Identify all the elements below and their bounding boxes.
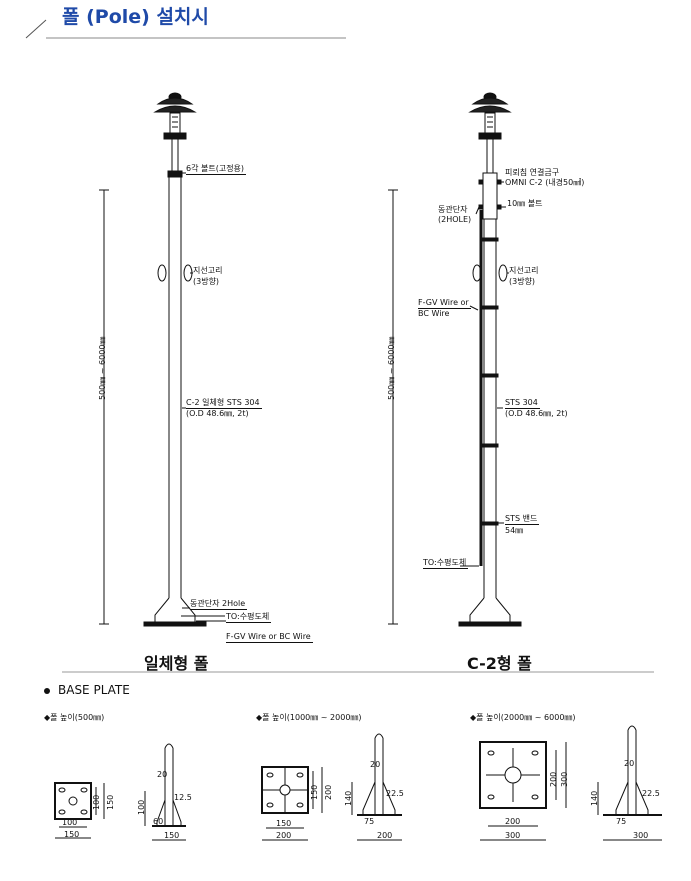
plate-3-inner-v-dim: 200: [549, 771, 558, 787]
plate-1-outer-dim: 150: [64, 830, 80, 839]
plate-2-inner-dim: 150: [276, 819, 292, 828]
plate-3-side-gap: 20: [624, 759, 635, 768]
plate-2-outer-dim: 200: [276, 831, 292, 840]
plate-1-side-width: 150: [164, 831, 180, 840]
plate-3-side-h: 140: [590, 790, 599, 806]
base-plate-title: BASE PLATE: [58, 683, 130, 697]
plate-2-heading: ◆폴 높이(1000㎜ ~ 2000㎜): [256, 713, 362, 722]
left-wire-label: F-GV Wire or BC Wire: [226, 632, 313, 643]
page-title: 폴 (Pole) 설치시: [62, 6, 209, 28]
right-connector-sub: OMNI C-2 (내경50㎟): [505, 178, 585, 187]
plate-1-side-hole: 60: [153, 817, 164, 826]
plate-2-side-gap: 20: [370, 760, 381, 769]
plate-1-outer-v-dim: 150: [106, 794, 115, 810]
plate-2-outer-v-dim: 200: [324, 784, 333, 800]
plate-3-heading: ◆폴 높이(2000㎜ ~ 6000㎜): [470, 713, 576, 722]
right-guy-ring-label: 지선고리: [509, 266, 539, 275]
right-connector-label: 피뢰침 연결금구: [505, 168, 560, 177]
right-terminal-sub: (2HOLE): [438, 215, 472, 224]
plate-1-heading: ◆폴 높이(500㎜): [44, 713, 105, 722]
title-underline: [25, 19, 346, 39]
right-guy-ring-sub: (3방향): [509, 277, 536, 286]
right-wire-sub: BC Wire: [418, 309, 450, 318]
left-material-sub: (O.D 48.6㎜, 2t): [186, 409, 249, 418]
plate-2-side-t: 22.5: [386, 789, 404, 798]
right-conductor-label: TO:수평도체: [423, 558, 469, 569]
plate-1-side-t: 12.5: [174, 793, 192, 802]
base-plate-heading: BASE PLATE: [44, 683, 130, 697]
plate-1-inner-dim: 100: [62, 818, 78, 827]
plate-2-side-h: 140: [344, 790, 353, 806]
right-band-label: STS 밴드: [505, 514, 540, 525]
right-terminal-label: 동관단자: [438, 205, 468, 214]
right-bolt-label: 10㎜ 볼트: [507, 199, 543, 208]
plate-3-outer-dim: 300: [505, 831, 521, 840]
plate-1-heading-text: 폴 높이(500㎜): [50, 713, 105, 722]
left-pole-figure: [99, 92, 226, 627]
plate-3-inner-dim: 200: [505, 817, 521, 826]
left-pole-caption: 일체형 폴: [144, 654, 209, 673]
plate-2-side-width: 200: [377, 831, 393, 840]
bullet-icon: [44, 687, 50, 694]
plate-1-inner-v-dim: 100: [92, 794, 101, 810]
plate-3-side-width: 300: [633, 831, 649, 840]
right-pole-figure: [388, 92, 522, 627]
plate-2-inner-v-dim: 150: [310, 784, 319, 800]
plate-3-heading-text: 폴 높이(2000㎜ ~ 6000㎜): [476, 713, 576, 722]
plate-1-side-h: 100: [137, 799, 146, 815]
left-guy-ring-label: 지선고리: [193, 266, 223, 275]
left-terminal-label: 동관단자 2Hole: [190, 599, 248, 610]
right-band-sub: 54㎜: [505, 526, 524, 535]
right-material-sub: (O.D 48.6㎜, 2t): [505, 409, 568, 418]
plate-3-side-t: 22.5: [642, 789, 660, 798]
left-conductor-label: TO:수평도체: [226, 612, 272, 623]
plate-1-side-gap: 20: [157, 770, 168, 779]
left-bolt-label: 6각 볼트(고정용): [186, 164, 247, 175]
left-material-label: C-2 일체형 STS 304: [186, 398, 262, 409]
plate-3-outer-v-dim: 300: [560, 771, 569, 787]
left-guy-ring-sub: (3방향): [193, 277, 220, 286]
right-pole-caption: C-2형 폴: [467, 654, 532, 673]
right-wire-label: F-GV Wire or: [418, 298, 471, 309]
plate-3-side-hole: 75: [616, 817, 627, 826]
plate-2-heading-text: 폴 높이(1000㎜ ~ 2000㎜): [262, 713, 362, 722]
plate-2-side-hole: 75: [364, 817, 375, 826]
right-material-label: STS 304: [505, 398, 540, 409]
